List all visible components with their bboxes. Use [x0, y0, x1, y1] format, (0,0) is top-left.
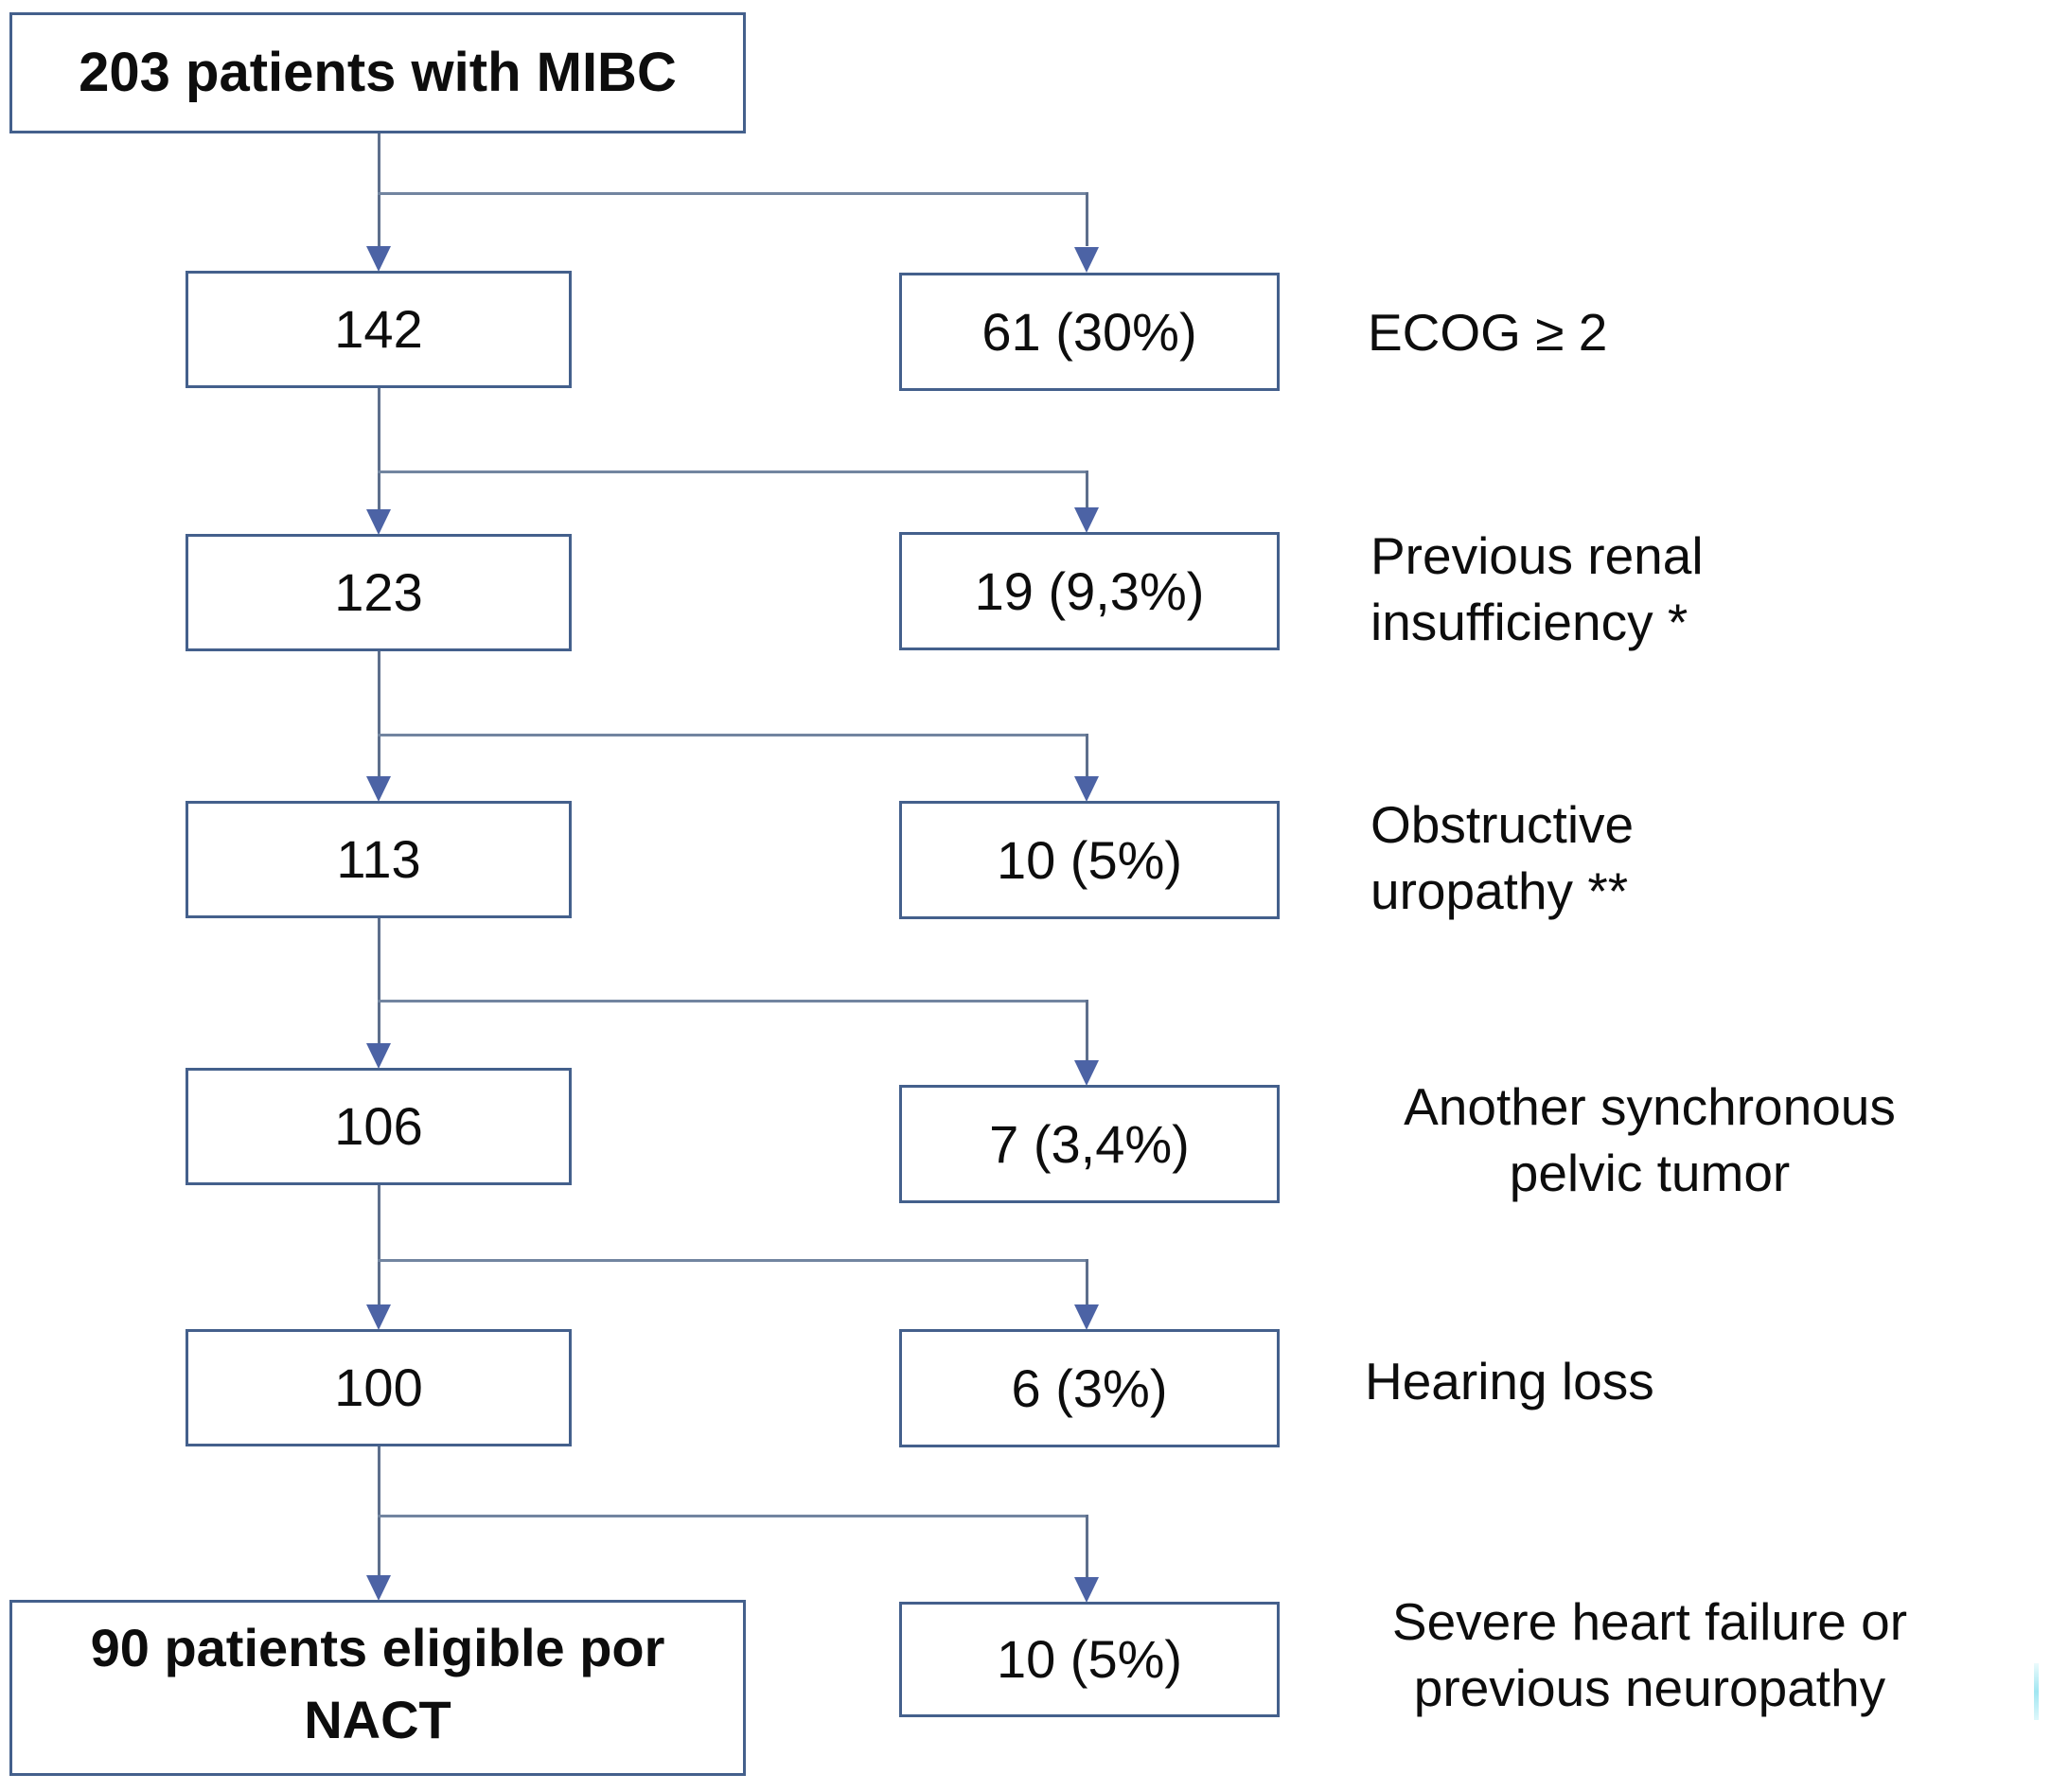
flow-line-horizontal [378, 1259, 1087, 1262]
flow-line-horizontal [378, 470, 1087, 473]
flow-line-vertical [1086, 734, 1088, 776]
reason-label-step2: Previous renal insufficiency * [1370, 526, 1704, 651]
box-excluded-step6: 10 (5%) [899, 1602, 1280, 1717]
flow-line-vertical [378, 388, 380, 509]
box-total-patients: 203 patients with MIBC [9, 12, 746, 133]
box-eligible-final: 90 patients eligible por NACT [9, 1600, 746, 1776]
box-excluded-step1: 61 (30%) [899, 273, 1280, 391]
flow-line-vertical [378, 651, 380, 776]
flow-line-vertical [1086, 192, 1088, 246]
reason-label-step4: Another synchronous pelvic tumor [1404, 1077, 1896, 1202]
flow-line-vertical [1086, 1000, 1088, 1060]
flow-line-horizontal [378, 1000, 1087, 1002]
arrow-down-icon [1074, 247, 1099, 273]
reason-label-step6: Severe heart failure or previous neuropa… [1391, 1592, 1908, 1717]
box-excluded-step3: 10 (5%) [899, 801, 1280, 919]
flow-line-horizontal [378, 1515, 1087, 1517]
box-excluded-step2: 19 (9,3%) [899, 532, 1280, 650]
reason-label-step5: Hearing loss [1365, 1352, 1654, 1411]
arrow-down-icon [366, 246, 391, 272]
scan-artifact [2034, 1663, 2039, 1720]
flow-line-vertical [378, 1446, 380, 1575]
box-remaining-step2: 123 [186, 534, 572, 651]
box-remaining-step5: 100 [186, 1329, 572, 1446]
arrow-down-icon [1074, 776, 1099, 802]
box-excluded-step5: 6 (3%) [899, 1329, 1280, 1447]
flow-line-vertical [378, 133, 380, 246]
box-remaining-step3: 113 [186, 801, 572, 918]
flow-line-vertical [1086, 470, 1088, 507]
flow-line-vertical [378, 1185, 380, 1304]
arrow-down-icon [366, 1575, 391, 1601]
box-excluded-step4: 7 (3,4%) [899, 1085, 1280, 1203]
arrow-down-icon [1074, 507, 1099, 533]
arrow-down-icon [1074, 1060, 1099, 1086]
flow-line-vertical [378, 918, 380, 1043]
arrow-down-icon [366, 1043, 391, 1069]
reason-label-step3: Obstructive uropathy ** [1370, 795, 1635, 920]
arrow-down-icon [1074, 1304, 1099, 1330]
box-remaining-step4: 106 [186, 1068, 572, 1185]
arrow-down-icon [366, 776, 391, 802]
arrow-down-icon [366, 1304, 391, 1330]
arrow-down-icon [366, 509, 391, 535]
flow-line-horizontal [378, 734, 1087, 736]
box-remaining-step1: 142 [186, 271, 572, 388]
reason-label-step1: ECOG ≥ 2 [1368, 303, 1608, 362]
flow-line-vertical [1086, 1515, 1088, 1577]
flow-line-vertical [1086, 1259, 1088, 1304]
arrow-down-icon [1074, 1577, 1099, 1603]
flow-line-horizontal [378, 192, 1087, 195]
